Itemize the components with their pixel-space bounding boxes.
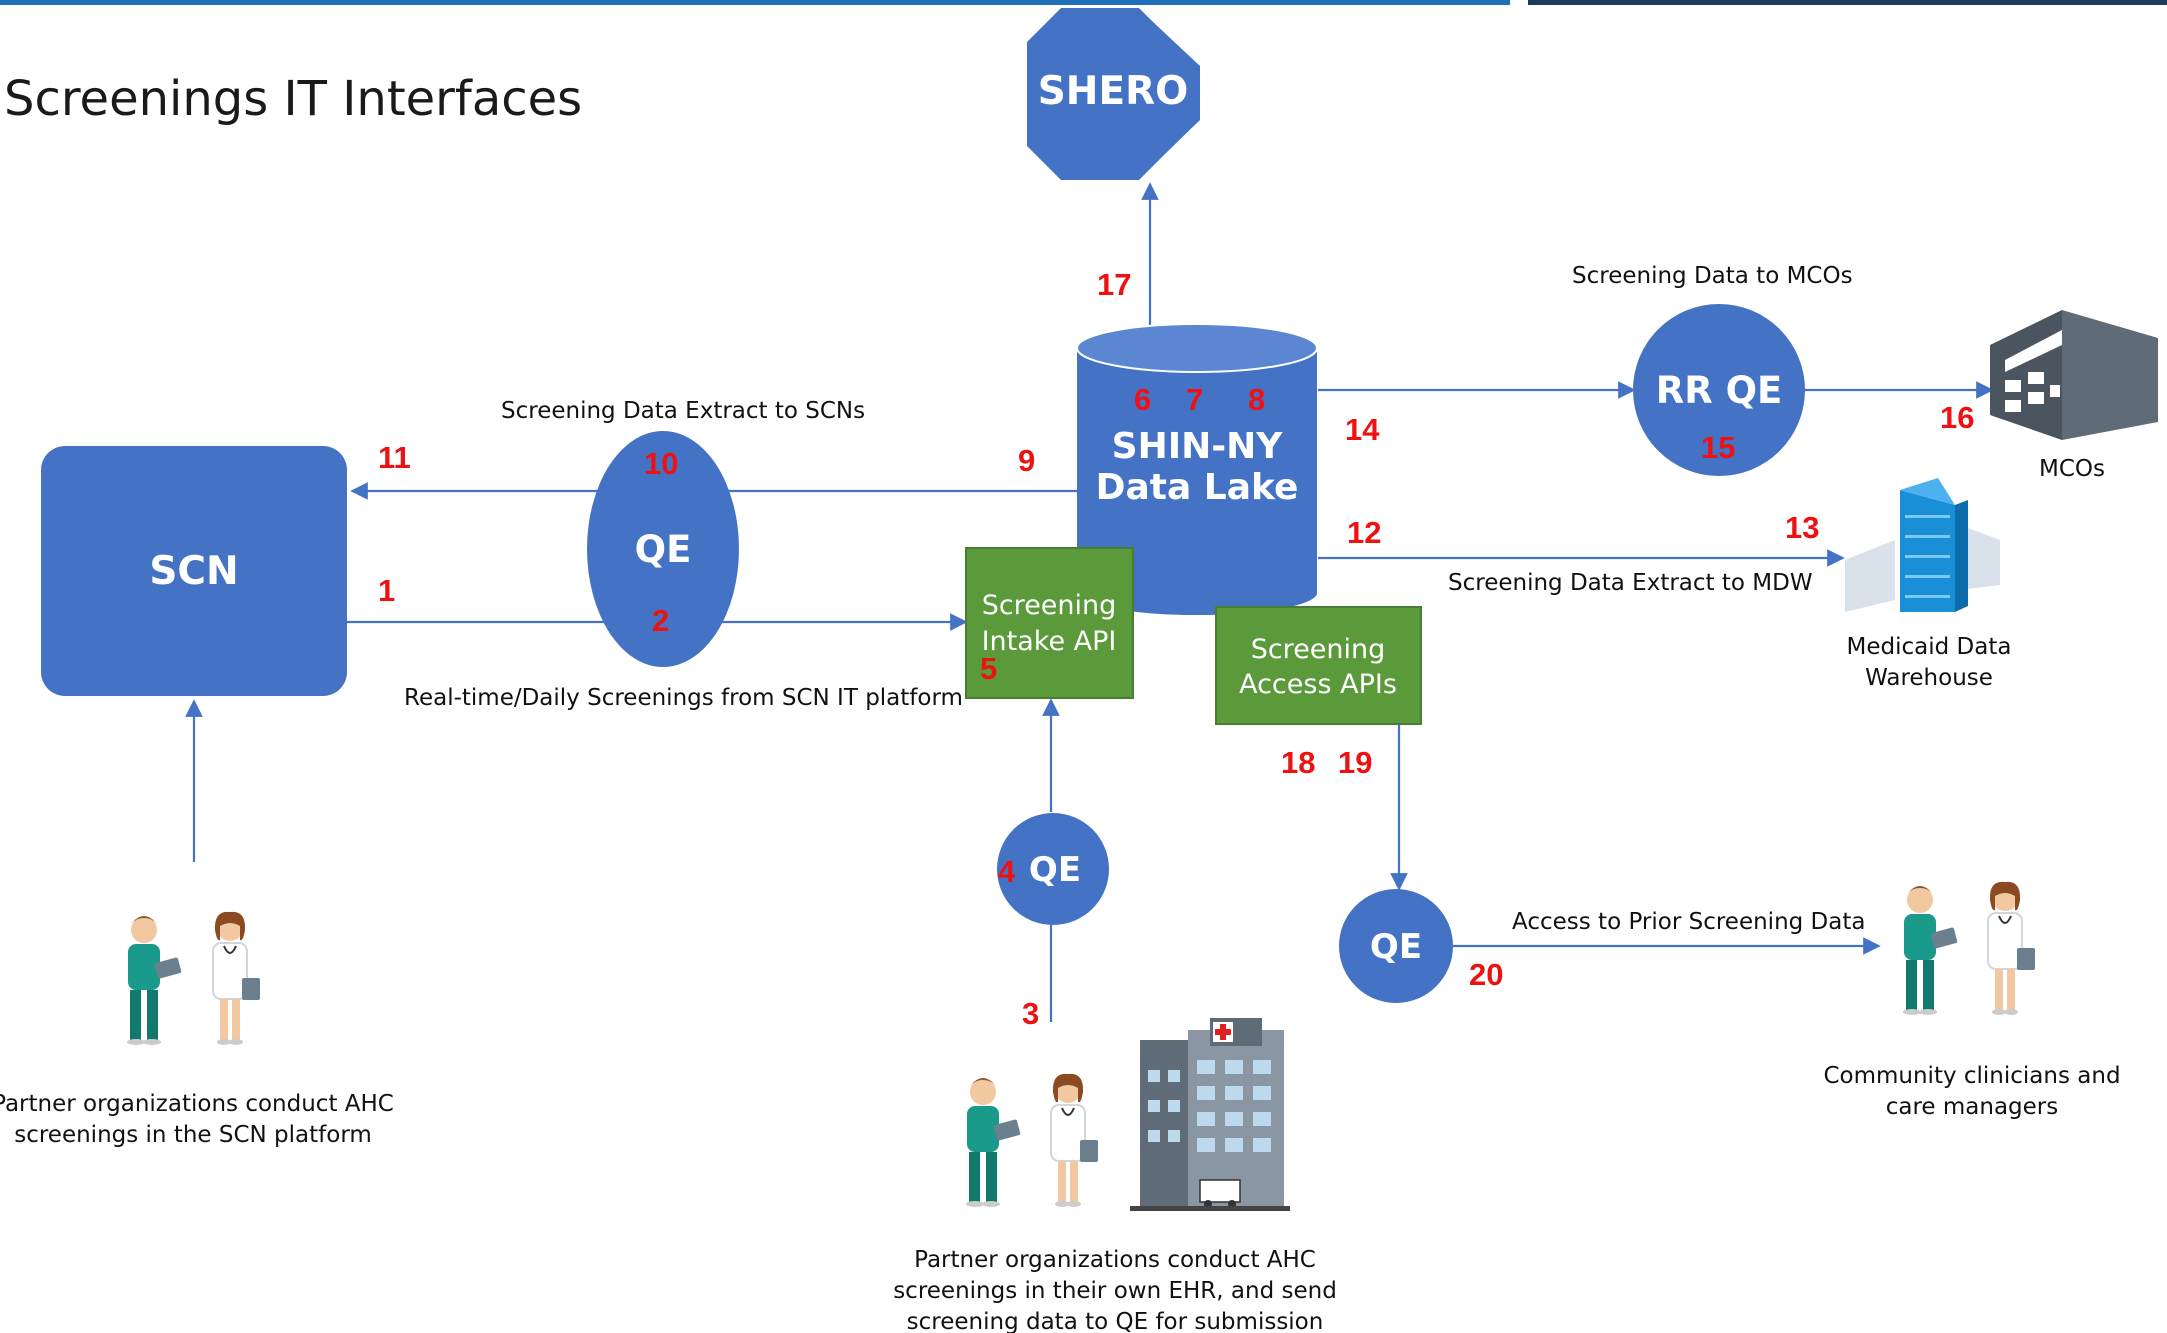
intake-api-label-line1: Screening bbox=[982, 590, 1117, 621]
label-partner-ehr-line2: screenings in their own EHR, and send bbox=[893, 1278, 1337, 1304]
step-number-13: 13 bbox=[1785, 510, 1819, 545]
hospital-icon bbox=[1130, 1018, 1290, 1211]
people-icon bbox=[966, 1072, 1099, 1208]
label-medicaid-line2: Warehouse bbox=[1865, 665, 1993, 691]
page-title: Screenings IT Interfaces bbox=[4, 71, 582, 127]
access-api-box bbox=[1215, 606, 1422, 725]
step-number-14: 14 bbox=[1345, 412, 1380, 447]
label-extract-to-scns: Screening Data Extract to SCNs bbox=[501, 398, 865, 424]
intake-api-label-line2: Intake API bbox=[982, 626, 1117, 657]
qe-left-ellipse bbox=[587, 431, 739, 667]
rr-qe-circle bbox=[1633, 304, 1805, 476]
step-number-7: 7 bbox=[1186, 382, 1203, 417]
label-partner-scn-line1: Partner organizations conduct AHC bbox=[0, 1091, 394, 1117]
label-partner-ehr-line3: screening data to QE for submission bbox=[907, 1309, 1324, 1333]
qe-left-label: QE bbox=[635, 528, 692, 571]
intake-api-box bbox=[965, 547, 1134, 699]
label-community-line2: care managers bbox=[1886, 1094, 2059, 1120]
step-number-1: 1 bbox=[378, 573, 395, 608]
step-number-9: 9 bbox=[1018, 443, 1035, 478]
label-extract-to-mdw: Screening Data Extract to MDW bbox=[1448, 570, 1813, 596]
shero-octagon-shape bbox=[1028, 8, 1200, 180]
step-number-6: 6 bbox=[1134, 382, 1151, 417]
office-building-icon bbox=[1990, 310, 2158, 440]
step-number-10: 10 bbox=[644, 446, 678, 481]
step-number-2: 2 bbox=[652, 603, 669, 638]
step-number-18: 18 bbox=[1281, 745, 1315, 780]
step-number-19: 19 bbox=[1338, 745, 1372, 780]
data-lake-label-line1: SHIN-NY bbox=[1112, 426, 1284, 467]
step-number-17: 17 bbox=[1097, 267, 1131, 302]
label-realtime-daily: Real-time/Daily Screenings from SCN IT p… bbox=[404, 685, 963, 711]
step-number-12: 12 bbox=[1347, 515, 1381, 550]
access-api-label-line2: Access APIs bbox=[1239, 669, 1397, 700]
label-community-line1: Community clinicians and bbox=[1823, 1063, 2120, 1089]
label-partner-scn-line2: screenings in the SCN platform bbox=[14, 1122, 372, 1148]
qe-right-circle bbox=[1339, 889, 1453, 1003]
qe-bottom-circle bbox=[997, 813, 1109, 925]
label-mcos: MCOs bbox=[2039, 456, 2105, 482]
label-prior-access: Access to Prior Screening Data bbox=[1512, 909, 1865, 935]
data-lake-cylinder bbox=[1076, 323, 1318, 615]
step-number-8: 8 bbox=[1248, 382, 1265, 417]
step-number-5: 5 bbox=[980, 651, 997, 686]
step-number-15: 15 bbox=[1701, 430, 1735, 465]
step-number-20: 20 bbox=[1469, 957, 1503, 992]
rr-qe-label: RR QE bbox=[1656, 369, 1783, 412]
access-api-label-line1: Screening bbox=[1251, 634, 1386, 665]
header-bar-left bbox=[0, 0, 1510, 5]
skyscraper-icon bbox=[1845, 478, 2000, 612]
header-bar-right bbox=[1528, 0, 2167, 5]
shero-label: SHERO bbox=[1038, 69, 1189, 114]
step-number-16: 16 bbox=[1940, 400, 1974, 435]
label-medicaid-line1: Medicaid Data bbox=[1847, 634, 2012, 660]
step-number-3: 3 bbox=[1022, 996, 1039, 1031]
people-icon bbox=[1903, 880, 2036, 1016]
step-number-11: 11 bbox=[378, 440, 411, 475]
label-partner-ehr-line1: Partner organizations conduct AHC bbox=[914, 1247, 1316, 1273]
scn-box bbox=[41, 446, 347, 696]
scn-label: SCN bbox=[149, 549, 238, 594]
qe-bottom-label: QE bbox=[1029, 850, 1081, 890]
label-to-mcos: Screening Data to MCOs bbox=[1572, 263, 1853, 289]
data-lake-label-line2: Data Lake bbox=[1096, 467, 1299, 508]
qe-right-label: QE bbox=[1370, 927, 1422, 967]
people-icon bbox=[127, 910, 261, 1046]
step-number-4: 4 bbox=[998, 854, 1016, 889]
